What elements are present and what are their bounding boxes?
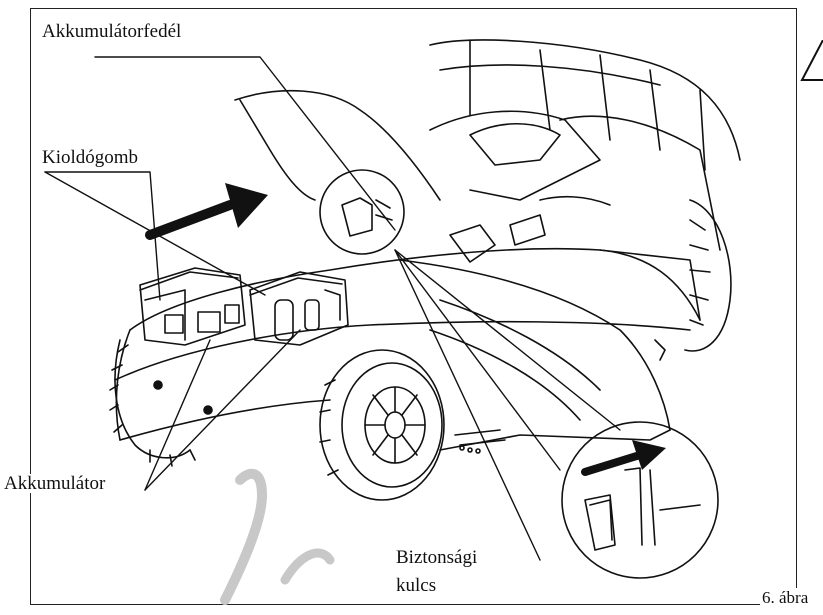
grass-box (234, 89, 611, 246)
battery-left (139, 267, 246, 346)
warning-triangle-icon (800, 40, 823, 81)
mower-deck (114, 247, 701, 454)
label-battery-cover: Akkumulátorfedél (42, 21, 182, 42)
battery-right (249, 271, 349, 346)
battery-compartment-detail (319, 169, 405, 255)
rear-wheel (109, 339, 213, 467)
arrow-icon (581, 440, 666, 476)
label-safety-key-line1: Biztonsági (396, 547, 478, 568)
figure-caption: 6. ábra (760, 588, 809, 608)
front-wheel (319, 349, 445, 501)
side-wheel (654, 199, 732, 361)
label-safety-key: Biztonsági kulcs (396, 544, 477, 600)
safety-key-detail (561, 421, 719, 579)
watermark (220, 468, 267, 605)
label-battery: Akkumulátor (2, 473, 108, 494)
label-release-button: Kioldógomb (42, 147, 139, 168)
arrow-icon (145, 183, 268, 240)
figure-frame (30, 8, 797, 605)
mower-handle (429, 39, 741, 251)
label-safety-key-line2: kulcs (396, 575, 437, 596)
leader-lines (44, 56, 621, 561)
